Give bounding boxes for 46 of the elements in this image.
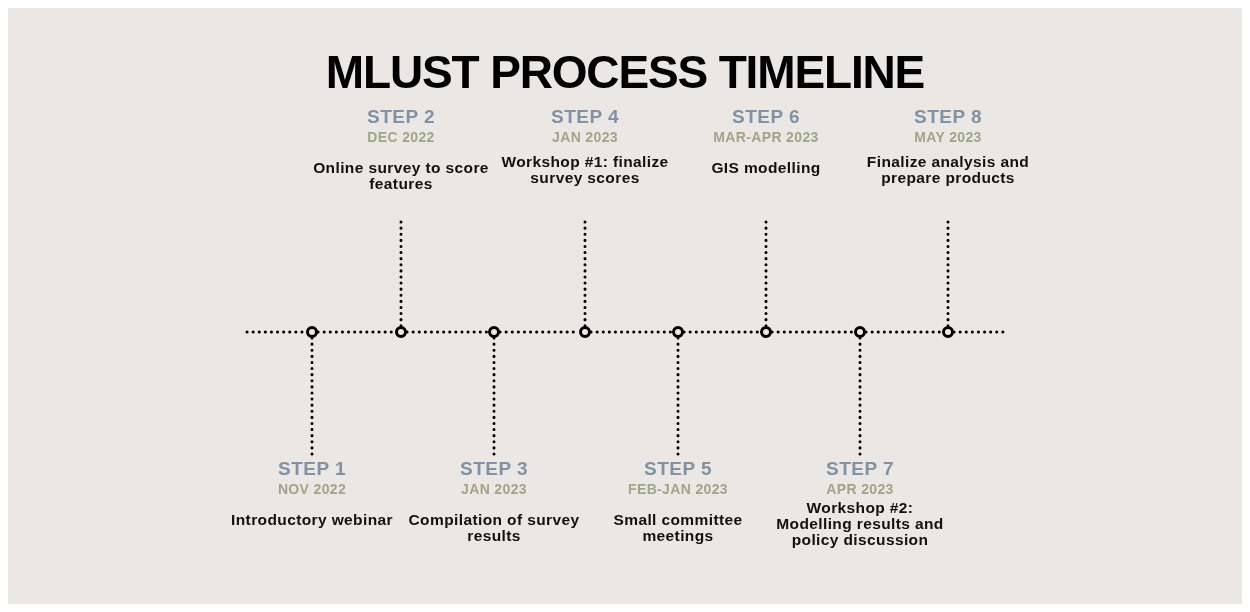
step-description: Introductory webinar [230, 512, 394, 528]
title: MLUST PROCESS TIMELINE [324, 45, 926, 100]
date-label: APR 2023 [826, 480, 894, 498]
dotted-connector [676, 336, 680, 458]
dotted-connector [310, 336, 314, 458]
dotted-connector [583, 220, 587, 328]
dotted-connector [589, 330, 674, 334]
step-heading: STEP 5 [644, 458, 712, 480]
dotted-connector [399, 220, 403, 328]
timeline-marker [942, 326, 954, 338]
timeline-marker [854, 326, 866, 338]
step-heading: STEP 2 [367, 106, 435, 128]
step-heading: STEP 6 [732, 106, 800, 128]
step-description: Workshop #2: Modelling results and policy discussion [775, 500, 945, 548]
step-description: Finalize analysis and prepare products [865, 154, 1031, 186]
step-heading: STEP 8 [914, 106, 982, 128]
timeline-marker [760, 326, 772, 338]
step-description: Compilation of survey results [407, 512, 581, 544]
date-label: JAN 2023 [461, 480, 527, 498]
date-label: DEC 2022 [367, 128, 435, 146]
dotted-connector [946, 220, 950, 328]
dotted-connector [682, 330, 762, 334]
step-heading: STEP 4 [551, 106, 619, 128]
date-label: JAN 2023 [552, 128, 618, 146]
dotted-connector [764, 220, 768, 328]
step-description: Online survey to score features [312, 160, 490, 192]
step-heading: STEP 3 [460, 458, 528, 480]
date-label: FEB-JAN 2023 [628, 480, 728, 498]
dotted-connector [864, 330, 944, 334]
timeline-marker [395, 326, 407, 338]
timeline-marker [672, 326, 684, 338]
step-description: Small committee meetings [612, 512, 744, 544]
step-description: Workshop #1: finalize survey scores [500, 154, 670, 186]
date-label: NOV 2022 [277, 480, 347, 498]
timeline-marker [306, 326, 318, 338]
step-heading: STEP 7 [826, 458, 894, 480]
date-label: MAR-APR 2023 [713, 128, 819, 146]
dotted-connector [492, 336, 496, 458]
timeline-marker [579, 326, 591, 338]
dotted-connector [405, 330, 490, 334]
timeline-marker [488, 326, 500, 338]
date-label: MAY 2023 [914, 128, 982, 146]
step-heading: STEP 1 [278, 458, 346, 480]
dotted-connector [770, 330, 856, 334]
step-description: GIS modelling [710, 160, 822, 176]
dotted-connector [858, 336, 862, 458]
